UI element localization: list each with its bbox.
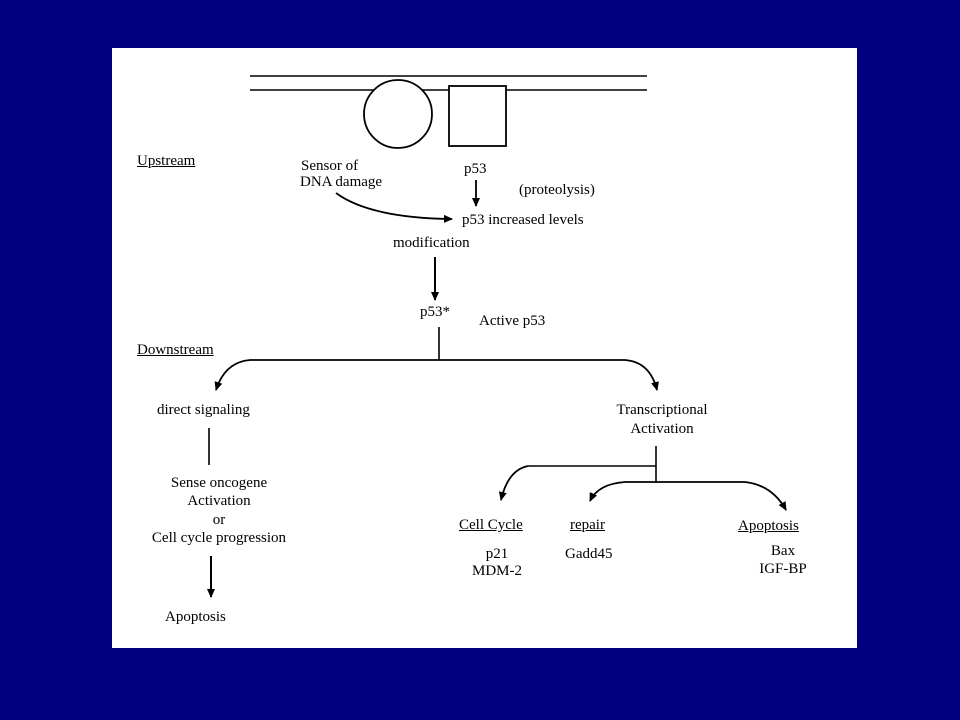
- cell-cycle-gene-p21: p21: [485, 546, 509, 562]
- transcriptional-label-line1: Transcriptional: [616, 402, 708, 418]
- active-p53-label: Active p53: [479, 313, 546, 329]
- modification-label: modification: [393, 235, 470, 251]
- arrow-to-repair: [589, 481, 656, 502]
- increased-levels-label: p53 increased levels: [462, 212, 584, 228]
- transcriptional-label-line2: Activation: [630, 421, 694, 437]
- apoptosis-right-label: Apoptosis: [738, 518, 799, 534]
- proteolysis-label: (proteolysis): [519, 182, 595, 198]
- repair-gene-gadd45: Gadd45: [565, 546, 613, 562]
- apoptosis-gene-igfbp: IGF-BP: [759, 561, 807, 577]
- sensor-label-line2: DNA damage: [300, 174, 383, 190]
- sense-oncogene-line3: or: [212, 512, 226, 528]
- p53-square: [448, 85, 507, 147]
- upstream-label: Upstream: [137, 153, 196, 169]
- cell-cycle-gene-mdm2: MDM-2: [471, 563, 522, 579]
- arrow-to-direct-signaling: [214, 359, 439, 391]
- direct-signaling-label: direct signaling: [157, 402, 250, 418]
- sensor-label-line1: Sensor of: [301, 158, 359, 174]
- downstream-label: Downstream: [137, 342, 214, 358]
- p53-star-label: p53*: [420, 304, 450, 320]
- sense-oncogene-line4: Cell cycle progression: [151, 530, 287, 546]
- repair-label: repair: [570, 517, 605, 533]
- sensor-circle: [363, 79, 433, 149]
- cell-cycle-label: Cell Cycle: [459, 517, 523, 533]
- p53-label: p53: [464, 161, 487, 177]
- sense-oncogene-line2: Activation: [187, 493, 251, 509]
- diagram-panel: [112, 48, 857, 648]
- arrow-to-apoptosis-right: [656, 481, 787, 511]
- arrow-to-transcriptional: [439, 359, 659, 391]
- arrow-sensor-to-levels: [335, 192, 453, 223]
- sense-oncogene-line1: Sense oncogene: [170, 475, 268, 491]
- arrow-to-cell-cycle: [498, 465, 529, 501]
- apoptosis-left-label: Apoptosis: [165, 609, 226, 625]
- apoptosis-gene-bax: Bax: [770, 543, 796, 559]
